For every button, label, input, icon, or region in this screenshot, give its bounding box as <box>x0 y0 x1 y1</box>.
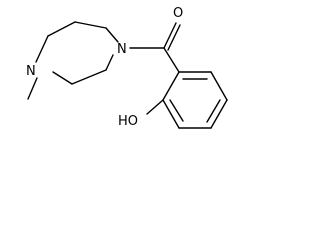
atom-label-hydroxyl: HO <box>118 114 138 129</box>
structure-drawing: N N O HO <box>26 6 228 129</box>
ring-bond <box>210 99 228 129</box>
ring-bond <box>162 99 180 129</box>
methyl-bond <box>27 77 38 100</box>
atom-label-nitrogen: N <box>117 42 127 57</box>
ring-bond <box>52 71 73 85</box>
ring-bond <box>47 21 76 37</box>
diazepane-ring <box>35 21 119 85</box>
aromatic-inner-bond <box>169 99 184 122</box>
ring-bond <box>74 21 107 29</box>
aromatic-inner-bond <box>206 99 221 123</box>
benzene-ring <box>162 71 228 129</box>
aryl-bond <box>163 47 180 73</box>
ring-bond <box>35 35 49 63</box>
atom-label-oxygen: O <box>173 6 183 21</box>
hydroxyl-bond <box>146 99 164 115</box>
molecule-figure: N N O HO <box>26 6 228 129</box>
ring-bond <box>105 54 114 71</box>
ring-bond <box>210 71 228 101</box>
ring-bond <box>71 69 107 85</box>
ring-bond <box>162 71 180 101</box>
carbonyl-double-bond <box>167 24 181 51</box>
carbonyl-double-bond <box>163 22 177 49</box>
atom-label-nitrogen: N <box>26 64 36 79</box>
ring-bond <box>105 27 119 43</box>
